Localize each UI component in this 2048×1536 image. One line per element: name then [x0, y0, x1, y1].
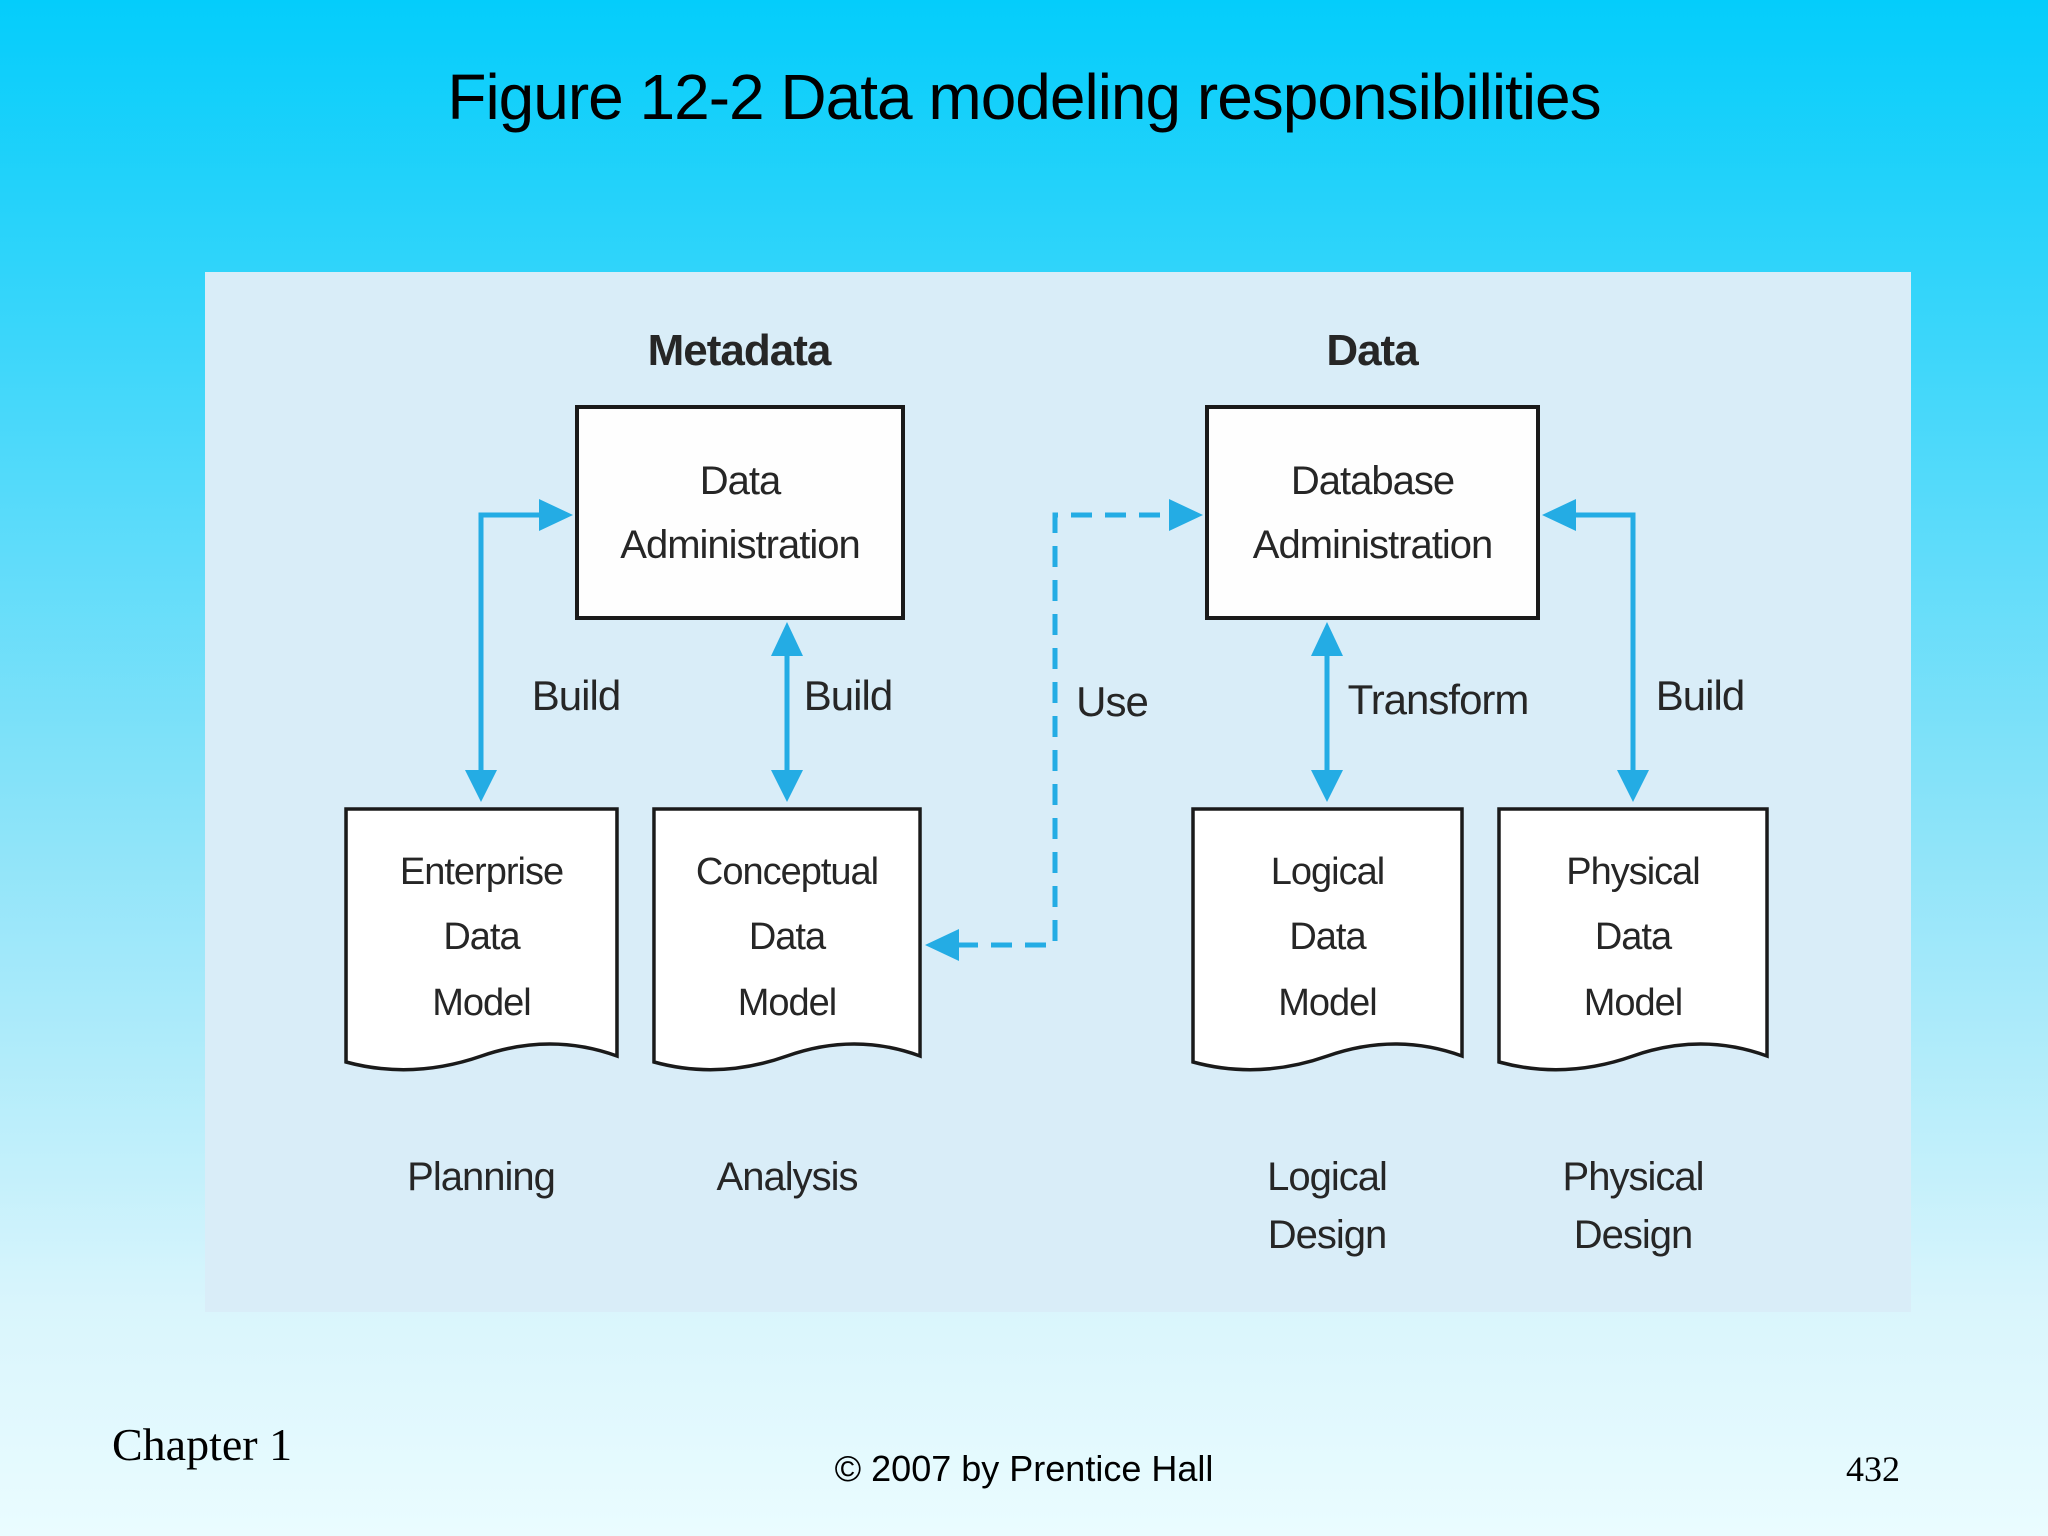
phase-label-physical-design: Physical Design	[1562, 1155, 1705, 1257]
chapter-label: Chapter 1	[112, 1419, 293, 1470]
column-header-metadata: Metadata	[647, 326, 832, 375]
phase-label-logical-design: Logical Design	[1267, 1155, 1388, 1257]
edge-label-build-left: Build	[531, 672, 621, 719]
edge-label-build-center: Build	[803, 672, 893, 719]
document-physical-data-model: Physical Data Model	[1496, 806, 1770, 1086]
page-number: 432	[1846, 1449, 1900, 1489]
document-conceptual-data-model: Conceptual Data Model	[651, 806, 923, 1086]
document-title: Conceptual Data Model	[695, 851, 879, 1024]
column-header-data: Data	[1326, 326, 1418, 375]
document-title: Logical Data Model	[1270, 851, 1385, 1024]
page-title: Figure 12-2 Data modeling responsibiliti…	[447, 61, 1601, 133]
document-shape	[652, 807, 922, 1072]
edge-label-build-right: Build	[1655, 672, 1745, 719]
document-shape	[344, 807, 619, 1072]
document-title: Physical Data Model	[1566, 851, 1701, 1024]
document-enterprise-data-model: Enterprise Data Model	[343, 806, 620, 1086]
edge-label-transform: Transform	[1347, 676, 1530, 723]
phase-label-planning: Planning	[407, 1155, 556, 1199]
copyright-label: © 2007 by Prentice Hall	[834, 1448, 1214, 1489]
phase-label-analysis: Analysis	[716, 1155, 859, 1199]
edge-label-use: Use	[1076, 678, 1149, 725]
document-title: Enterprise Data Model	[399, 851, 564, 1024]
box-data-administration: Data Administration	[575, 405, 905, 620]
document-shape	[1497, 807, 1769, 1072]
box-database-administration: Database Administration	[1205, 405, 1540, 620]
document-shape	[1191, 807, 1464, 1072]
document-logical-data-model: Logical Data Model	[1190, 806, 1465, 1086]
